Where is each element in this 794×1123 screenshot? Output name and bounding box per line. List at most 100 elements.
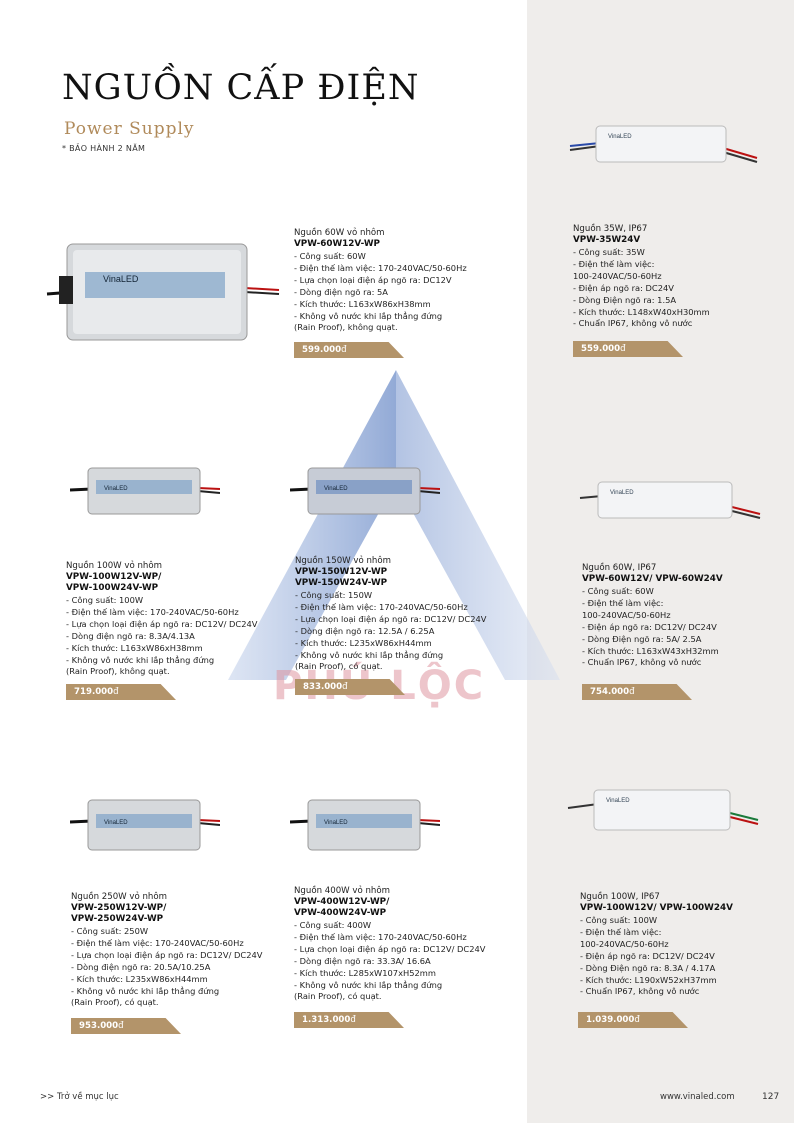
spec-line: - Điện áp ngõ ra: DC24V <box>573 282 674 293</box>
spec-line: (Rain Proof), có quạt. <box>295 661 383 672</box>
product-name: Nguồn 60W, IP67 <box>582 563 657 573</box>
product-aluminum-60w: Nguồn 60W vỏ nhôm VPW-60W12V-WP - Công s… <box>294 228 524 334</box>
price-unit: đ <box>118 1021 124 1031</box>
spec-line: - Dòng Điện ngõ ra: 5A/ 2.5A <box>582 633 702 644</box>
price-value: 1.039.000 <box>586 1015 635 1025</box>
spec-line: - Điện thế làm việc: 170-240VAC/50-60Hz <box>294 262 467 273</box>
watermark-arrow-right <box>396 370 560 680</box>
spec-line: - Điện thế làm việc: <box>580 926 662 937</box>
product-image-ip67-60w: VinaLED <box>579 481 761 519</box>
spec-line: - Không vô nước khi lắp thẳng đứng <box>71 985 220 996</box>
price-unit: đ <box>342 682 348 692</box>
product-model: VPW-60W12V/ VPW-60W24V <box>582 574 723 584</box>
spec-line: - Điện áp ngõ ra: DC12V/ DC24V <box>582 621 717 632</box>
product-name: Nguồn 400W vỏ nhôm <box>294 886 390 896</box>
spec-line: - Lựa chọn loại điện áp ngõ ra: DC12V/ D… <box>66 618 258 629</box>
product-image-aluminum-150w: VinaLED <box>290 467 440 515</box>
spec-line: - Công suất: 60W <box>294 251 366 261</box>
spec-line: - Kích thước: L285xW107xH52mm <box>294 967 436 978</box>
spec-line: - Dòng điện ngõ ra: 33.3A/ 16.6A <box>294 955 431 966</box>
spec-line: - Công suất: 100W <box>580 915 658 925</box>
product-model: VPW-250W12V-WP/ <box>71 903 167 913</box>
price-unit: đ <box>350 1015 356 1025</box>
spec-line: - Kích thước: L163xW86xH38mm <box>66 642 203 653</box>
website-link[interactable]: www.vinaled.com <box>660 1092 735 1102</box>
product-specs: - Công suất: 100W - Điện thế làm việc: 1… <box>66 595 296 678</box>
spec-line: - Kích thước: L235xW86xH44mm <box>71 973 208 984</box>
spec-line: - Không vô nước khi lắp thẳng đứng <box>295 649 444 660</box>
price-tag: 559.000đ <box>573 341 683 357</box>
price-value: 559.000 <box>581 344 621 354</box>
spec-line: - Công suất: 100W <box>66 595 144 605</box>
product-name: Nguồn 150W vỏ nhôm <box>295 556 391 566</box>
product-name: Nguồn 100W vỏ nhôm <box>66 561 162 571</box>
price-value: 833.000 <box>303 682 343 692</box>
product-ip67-60w: Nguồn 60W, IP67 VPW-60W12V/ VPW-60W24V -… <box>582 563 794 669</box>
spec-line: - Công suất: 150W <box>295 590 373 600</box>
price-tag: 953.000đ <box>71 1018 181 1034</box>
product-model: VPW-100W24V-WP <box>66 583 159 593</box>
product-ip67-35w: Nguồn 35W, IP67 VPW-35W24V - Công suất: … <box>573 224 794 330</box>
product-image-ip67-100w: VinaLED <box>567 789 759 831</box>
product-aluminum-400w: Nguồn 400W vỏ nhôm VPW-400W12V-WP/ VPW-4… <box>294 886 524 1003</box>
spec-line: - Chuẩn IP67, không vô nước <box>580 986 700 997</box>
brand-logo: VinaLED <box>608 134 632 140</box>
right-panel <box>527 0 794 1123</box>
spec-line: - Điện thế làm việc: <box>573 258 655 269</box>
page-title: NGUỒN CẤP ĐIỆN <box>62 68 420 108</box>
spec-line: - Không vô nước khi lắp thẳng đứng <box>294 310 443 321</box>
product-image-aluminum-400w: VinaLED <box>290 799 440 851</box>
spec-line: - Không vô nước khi lắp thẳng đứng <box>294 979 443 990</box>
spec-line: - Điện thế làm việc: 170-240VAC/50-60Hz <box>71 937 244 948</box>
product-ip67-100w: Nguồn 100W, IP67 VPW-100W12V/ VPW-100W24… <box>580 892 794 998</box>
product-aluminum-100w: Nguồn 100W vỏ nhôm VPW-100W12V-WP/ VPW-1… <box>66 561 296 678</box>
product-model: VPW-100W12V/ VPW-100W24V <box>580 903 733 913</box>
product-aluminum-250w: Nguồn 250W vỏ nhôm VPW-250W12V-WP/ VPW-2… <box>71 892 301 1009</box>
product-specs: - Công suất: 35W - Điện thế làm việc: 10… <box>573 247 794 330</box>
spec-line: - Điện áp ngõ ra: DC12V/ DC24V <box>580 950 715 961</box>
product-model: VPW-35W24V <box>573 235 641 245</box>
product-specs: - Công suất: 100W - Điện thế làm việc: 1… <box>580 915 794 998</box>
spec-line: - Dòng Điện ngõ ra: 8.3A / 4.17A <box>580 962 716 973</box>
spec-line: - Chuẩn IP67, không vô nước <box>582 657 702 668</box>
product-name: Nguồn 35W, IP67 <box>573 224 648 234</box>
product-name: Nguồn 100W, IP67 <box>580 892 660 902</box>
spec-line: - Công suất: 250W <box>71 926 149 936</box>
product-specs: - Công suất: 150W - Điện thế làm việc: 1… <box>295 590 525 673</box>
spec-line: - Điện thế làm việc: 170-240VAC/50-60Hz <box>66 606 239 617</box>
spec-line: - Kích thước: L148xW40xH30mm <box>573 306 710 317</box>
price-unit: đ <box>341 345 347 355</box>
spec-line: (Rain Proof), có quạt. <box>294 991 382 1002</box>
product-name: Nguồn 250W vỏ nhôm <box>71 892 167 902</box>
product-specs: - Công suất: 60W - Điện thế làm việc: 10… <box>582 586 794 669</box>
price-unit: đ <box>620 344 626 354</box>
spec-line: - Dòng điện ngõ ra: 20.5A/10.25A <box>71 961 211 972</box>
price-value: 754.000 <box>590 687 630 697</box>
brand-logo: VinaLED <box>104 820 128 826</box>
spec-line: - Kích thước: L190xW52xH37mm <box>580 974 717 985</box>
price-unit: đ <box>629 687 635 697</box>
spec-line: - Dòng điện ngõ ra: 5A <box>294 286 388 297</box>
back-to-toc-link[interactable]: >> Trở về mục lục <box>40 1092 119 1102</box>
product-model: VPW-100W12V-WP/ <box>66 572 162 582</box>
price-value: 719.000 <box>74 687 114 697</box>
watermark-arrow-left <box>228 370 396 680</box>
price-value: 953.000 <box>79 1021 119 1031</box>
product-specs: - Công suất: 400W - Điện thế làm việc: 1… <box>294 920 524 1003</box>
product-name: Nguồn 60W vỏ nhôm <box>294 228 385 238</box>
brand-logo: VinaLED <box>610 490 634 496</box>
spec-line: - Lựa chọn loại điện áp ngõ ra: DC12V <box>294 274 452 285</box>
brand-logo: VinaLED <box>103 274 139 284</box>
brand-logo: VinaLED <box>606 798 630 804</box>
spec-line: 100-240VAC/50-60Hz <box>580 938 669 949</box>
brand-logo: VinaLED <box>324 486 348 492</box>
price-value: 1.313.000 <box>302 1015 351 1025</box>
spec-line: - Điện thế làm việc: 170-240VAC/50-60Hz <box>295 601 468 612</box>
product-specs: - Công suất: 250W - Điện thế làm việc: 1… <box>71 926 301 1009</box>
page-number: 127 <box>762 1092 780 1102</box>
price-tag: 719.000đ <box>66 684 176 700</box>
spec-line: 100-240VAC/50-60Hz <box>573 270 662 281</box>
page-subtitle: Power Supply <box>64 119 195 139</box>
price-tag: 754.000đ <box>582 684 692 700</box>
price-value: 599.000 <box>302 345 342 355</box>
